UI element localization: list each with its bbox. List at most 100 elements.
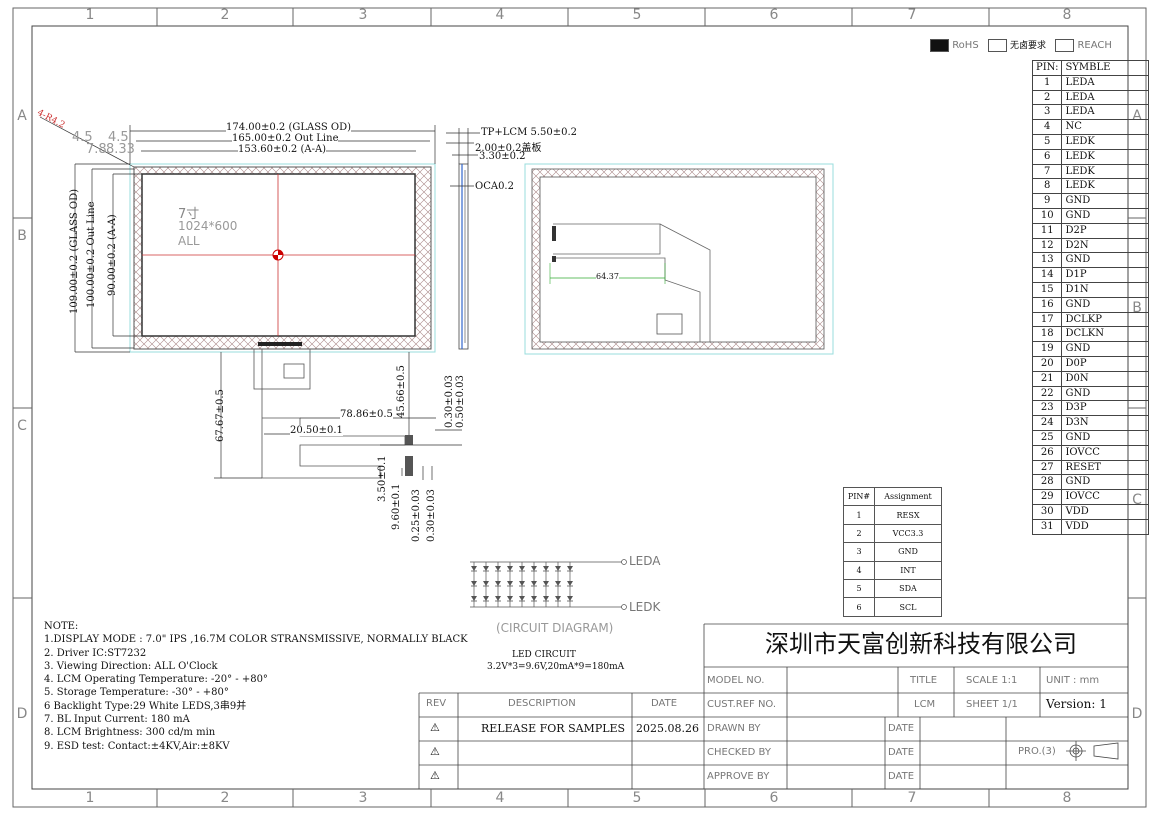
tp-pin-number: 3 [843, 542, 875, 562]
lcm-label: LCM [914, 699, 936, 710]
tp-pin-assignment: RESX [874, 505, 942, 525]
pin-number: 21 [1031, 370, 1063, 387]
pin-symbol: LEDK [1061, 133, 1150, 150]
pin-number: 24 [1031, 415, 1063, 431]
panel-all-label: ALL [178, 234, 200, 248]
pin-number: 7 [1031, 163, 1063, 180]
checked-date-label: DATE [888, 747, 915, 758]
dim-left-1: 4.5 [72, 130, 93, 145]
dim-fpc-bottom-1: 3.50±0.1 [377, 455, 388, 502]
pin-number: 15 [1031, 281, 1063, 298]
led-diode-icon [507, 566, 513, 571]
led-diode-icon [567, 581, 573, 586]
pin-table-header: PIN:SYMBLE [1031, 60, 1150, 76]
dim-aa-width: 153.60±0.2 (A-A) [238, 144, 327, 155]
pin-number: 1 [1031, 74, 1063, 91]
cust-ref-label: CUST.REF NO. [707, 699, 777, 710]
pin-symbol: D2N [1061, 237, 1150, 254]
pin-symbol: D0P [1061, 355, 1150, 372]
pin-symbol: LEDK [1061, 178, 1150, 195]
panel-resolution-label: 1024*600 [178, 219, 238, 233]
compliance-legend: RoHS 无卤要求 REACH [930, 38, 1112, 52]
led-diode-icon [543, 566, 549, 571]
zone-col-8-bottom: 8 [1062, 790, 1072, 806]
zone-row-a-left: A [17, 108, 27, 124]
dim-glass-width: 174.00±0.2 (GLASS OD) [226, 122, 352, 133]
led-diode-icon [519, 566, 525, 571]
pin-number: 8 [1031, 178, 1063, 195]
dim-fpc-thickness-1: 0.30±0.03 [444, 375, 455, 428]
led-diode-icon [519, 596, 525, 601]
pin-number: 6 [1031, 148, 1063, 165]
tp-pin-number: 1 [843, 505, 875, 525]
pin-symbol: IOVCC [1061, 444, 1150, 461]
pin-symbol: D0N [1061, 370, 1150, 387]
led-diode-icon [543, 596, 549, 601]
dim-cover-thickness: 2.00±0.2盖板 [475, 143, 542, 154]
led-diode-icon [567, 566, 573, 571]
pin-symbol: GND [1061, 341, 1150, 357]
notes-block: NOTE: 1.DISPLAY MODE : 7.0" IPS ,16.7M C… [44, 620, 468, 753]
zone-col-6-bottom: 6 [769, 790, 779, 806]
led-circuit-formula: 3.2V*3=9.6V,20mA*9=180mA [487, 662, 625, 672]
date-header: DATE [651, 698, 678, 709]
note-item: 6 Backlight Type:29 White LEDS,3串9并 [44, 700, 247, 712]
pin-number: 5 [1031, 133, 1063, 150]
revision-symbol-3: ⚠ [430, 769, 440, 782]
pin-symbol: LEDK [1061, 163, 1150, 180]
note-item: 2. Driver IC:ST7232 [44, 647, 147, 659]
led-cathode-label: LEDK [629, 600, 661, 614]
dim-fpc-width: 20.50±0.1 [290, 425, 343, 436]
led-diode-icon [567, 596, 573, 601]
tp-table-header: PIN#Assignment [843, 486, 942, 507]
zone-row-b-left: B [17, 228, 27, 244]
pin-number: 26 [1031, 444, 1063, 461]
dim-fpc-bottom-3: 0.25±0.03 [411, 489, 422, 542]
zone-col-7-top: 7 [907, 7, 917, 23]
note-item: 8. LCM Brightness: 300 cd/m min [44, 727, 216, 739]
pin-header-symbol: SYMBLE [1061, 60, 1150, 76]
drawn-date-label: DATE [888, 723, 915, 734]
pin-number: 14 [1031, 267, 1063, 283]
pin-symbol: D3P [1061, 400, 1150, 417]
tp-pin-assignment: INT [874, 560, 942, 580]
tp-pin-number: 5 [843, 578, 875, 599]
led-diode-icon [495, 581, 501, 586]
dim-fpc-offset: 78.86±0.5 [340, 409, 393, 420]
zone-col-4-top: 4 [495, 7, 505, 23]
pin-number: 18 [1031, 326, 1063, 343]
pin-symbol: GND [1061, 296, 1150, 313]
pin-symbol: LEDA [1061, 89, 1150, 106]
dim-tp-lcm-thickness: TP+LCM 5.50±0.2 [481, 127, 578, 138]
led-diode-icon [471, 596, 477, 601]
led-diode-icon [483, 566, 489, 571]
tp-pin-assignment: VCC3.3 [874, 523, 942, 544]
model-no-label: MODEL NO. [707, 675, 765, 686]
pin-number: 9 [1031, 193, 1063, 209]
pin-number: 12 [1031, 237, 1063, 254]
pin-symbol: VDD [1061, 518, 1150, 535]
scale-label: SCALE 1:1 [966, 675, 1018, 686]
pin-number: 16 [1031, 296, 1063, 313]
halogen-free-box [987, 39, 1007, 52]
zone-col-3-bottom: 3 [358, 790, 368, 806]
pin-header-number: PIN: [1031, 60, 1063, 76]
pin-symbol: D1P [1061, 267, 1150, 283]
title-label: TITLE [910, 675, 938, 686]
pin-number: 31 [1031, 518, 1063, 535]
reach-box [1055, 39, 1075, 52]
revision-symbol-2: ⚠ [430, 745, 440, 758]
zone-row-d-right: D [1131, 706, 1143, 722]
pin-symbol: DCLKN [1061, 326, 1150, 343]
pin-symbol: LEDA [1061, 74, 1150, 91]
